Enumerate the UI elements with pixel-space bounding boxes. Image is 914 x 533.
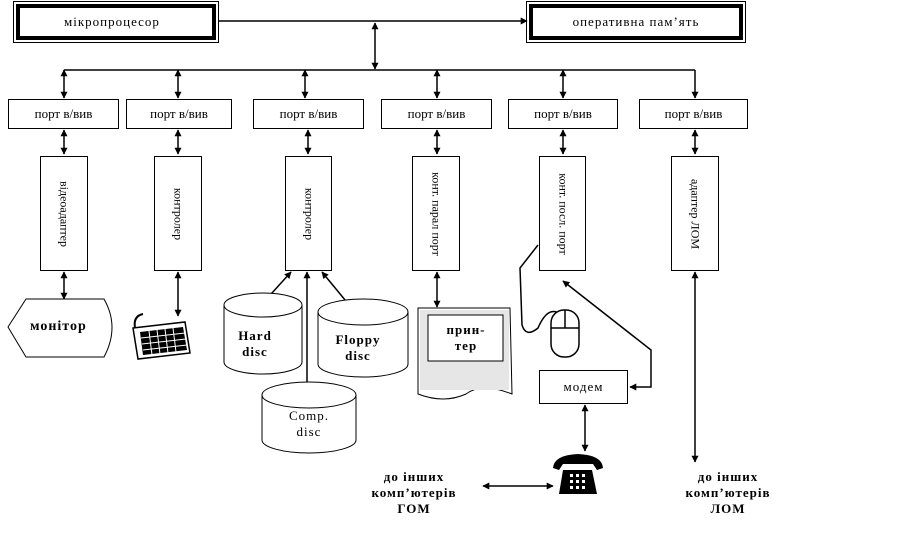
comp-disc-label: Comp. disc [282, 408, 336, 440]
keyboard-icon [132, 313, 191, 360]
hard-disc-line-1: Hard [238, 328, 272, 343]
io-port-label: порт в/вив [534, 106, 592, 121]
lan-adapter-label: адаптер ЛОМ [688, 178, 703, 249]
serial-modem-connector [562, 280, 652, 391]
floppy-disc-line-2: disc [345, 348, 371, 363]
comp-disc-line-2: disc [296, 424, 322, 439]
io-port-label: порт в/вив [279, 106, 338, 121]
comp-disc-cylinder [261, 381, 357, 454]
peripheral-connectors [60, 271, 699, 490]
mouse-icon [519, 244, 580, 358]
io-port-label: порт в/вив [150, 106, 208, 121]
wan-line-1: до інших [383, 469, 445, 484]
parallel-port-controller-label: конт. парал порт [429, 171, 444, 256]
port-controller-connectors [60, 129, 699, 155]
monitor-label: монітор [30, 319, 87, 334]
modem-box: модем [539, 370, 628, 404]
printer-label: прин- тер [436, 322, 496, 354]
microprocessor-box: мікропроцесор [13, 1, 219, 43]
floppy-disc-cylinder [317, 298, 409, 378]
serial-port-controller-box: конт. посл. порт [539, 156, 586, 271]
printer-shape [417, 307, 513, 400]
io-port-label: порт в/вив [664, 106, 723, 121]
hard-disc-line-2: disc [242, 344, 268, 359]
microprocessor-label: мікропроцесор [64, 14, 160, 29]
bus-port-connectors [60, 69, 699, 99]
io-port-label: порт в/вив [34, 106, 93, 121]
lan-line-3: ЛОМ [710, 501, 746, 516]
lan-label: до інших комп’ютерів ЛОМ [678, 469, 778, 517]
ram-label: оперативна пам’ять [572, 14, 700, 29]
system-bus [64, 17, 695, 71]
hard-disc-cylinder [223, 292, 303, 375]
parallel-port-controller-box: конт. парал порт [412, 156, 460, 271]
io-port-3: порт в/вив [253, 99, 364, 129]
lan-adapter-box: адаптер ЛОМ [671, 156, 719, 271]
modem-label: модем [563, 379, 604, 394]
printer-line-2: тер [454, 338, 478, 353]
printer-line-1: прин- [446, 322, 486, 337]
keyboard-controller-label: контролер [171, 187, 186, 240]
keyboard-controller-box: контролер [154, 156, 202, 271]
wan-line-3: ГОМ [397, 501, 431, 516]
floppy-disc-label: Floppy disc [328, 332, 388, 364]
video-adapter-label: відеоадаптер [57, 180, 72, 247]
io-port-2: порт в/вив [126, 99, 232, 129]
disc-controller-box: контролер [285, 156, 332, 271]
telephone-icon [553, 454, 603, 494]
io-port-6: порт в/вив [639, 99, 748, 129]
io-port-5: порт в/вив [508, 99, 618, 129]
floppy-disc-line-1: Floppy [335, 332, 381, 347]
comp-disc-line-1: Comp. [288, 408, 330, 423]
wan-label: до інших комп’ютерів ГОМ [364, 469, 464, 517]
lan-line-2: комп’ютерів [685, 485, 771, 500]
lan-line-1: до інших [697, 469, 759, 484]
ram-box: оперативна пам’ять [526, 1, 746, 43]
wan-line-2: комп’ютерів [371, 485, 457, 500]
serial-port-controller-label: конт. посл. порт [556, 172, 570, 255]
io-port-label: порт в/вив [407, 106, 466, 121]
io-port-4: порт в/вив [381, 99, 492, 129]
video-adapter-box: відеоадаптер [40, 156, 88, 271]
hard-disc-label: Hard disc [228, 328, 282, 360]
monitor-shape [7, 298, 113, 358]
disc-controller-label: контролер [302, 187, 316, 240]
io-port-1: порт в/вив [8, 99, 119, 129]
